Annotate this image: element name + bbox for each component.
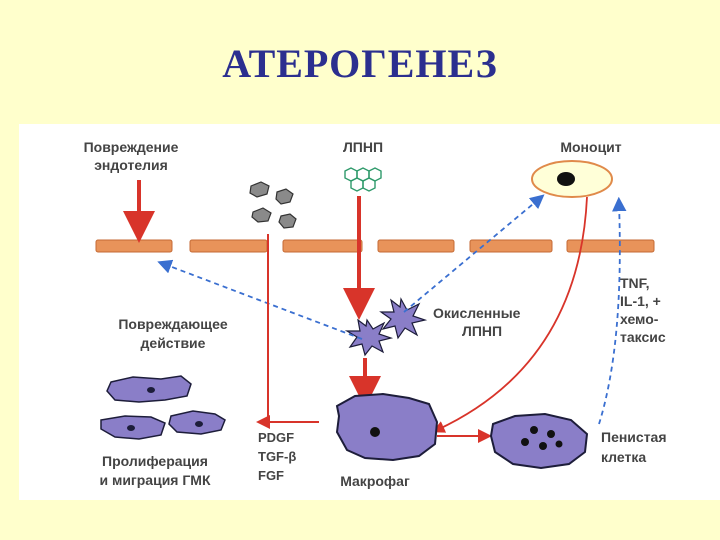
foam-cell-label-2: клетка (601, 449, 646, 465)
atherogenesis-diagram: Повреждение эндотелия ЛПНП Окисленные ЛП… (84, 139, 667, 489)
ldl-label: ЛПНП (343, 139, 383, 155)
fgf-label: FGF (258, 468, 284, 483)
macrophage-nucleus (370, 427, 380, 437)
proliferation-label-2: и миграция ГМК (99, 472, 210, 488)
damaging-action-label-2: действие (141, 335, 206, 351)
tnf-label-1: TNF, (620, 275, 650, 291)
tnf-label-2: IL-1, + (620, 293, 661, 309)
smooth-muscle-nuclei (127, 387, 203, 431)
oxidized-ldl-label-1: Окисленные (433, 305, 521, 321)
endothelial-damage-label-1: Повреждение (84, 139, 179, 155)
oxidized-to-monocyte-arrow (403, 194, 545, 313)
macrophage-cell (335, 392, 439, 462)
macrophage-label: Макрофаг (340, 473, 410, 489)
monocyte-nucleus (557, 172, 575, 186)
slide-title: АТЕРОГЕНЕЗ (222, 41, 498, 86)
ldl-particle-icon (344, 167, 382, 192)
diagram-panel: Повреждение эндотелия ЛПНП Окисленные ЛП… (19, 124, 720, 500)
oxidized-ldl-label-2: ЛПНП (462, 323, 502, 339)
monocyte-label: Моноцит (560, 139, 621, 155)
smooth-muscle-cells (100, 375, 226, 440)
endothelium-layer (95, 239, 655, 253)
oxidized-ldl-icon (344, 297, 428, 357)
foam-cell-lipid-droplets (521, 426, 563, 450)
tnf-label-3: хемо- (620, 311, 659, 327)
pdgf-label: PDGF (258, 430, 294, 445)
damaging-action-label-1: Повреждающее (118, 316, 228, 332)
tgf-label: TGF-β (258, 449, 296, 464)
foam-cell-chemotaxis-arrow (598, 196, 627, 425)
proliferation-label-1: Пролиферация (102, 453, 208, 469)
tnf-label-4: таксис (620, 329, 666, 345)
foam-cell (489, 412, 589, 470)
platelet-cluster (249, 181, 297, 229)
monocyte-to-macrophage-arrow (432, 196, 588, 433)
foam-cell-label-1: Пенистая (601, 429, 667, 445)
endothelial-damage-label-2: эндотелия (94, 157, 168, 173)
